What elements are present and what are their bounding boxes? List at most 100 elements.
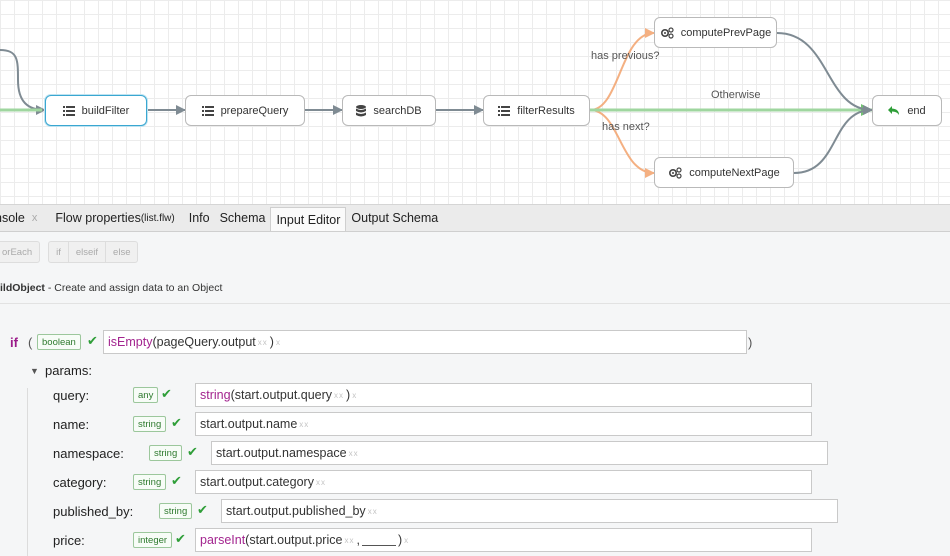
check-icon: ✔	[87, 333, 98, 348]
param-label-category: category:	[53, 475, 107, 490]
param-label-price: price:	[53, 533, 85, 548]
node-label: filterResults	[517, 104, 575, 117]
remove-arg-icon[interactable]: xx	[299, 419, 310, 429]
flow-canvas[interactable]: buildFilter prepareQuery searchDB filter…	[0, 0, 950, 205]
foreach-button[interactable]: orEach	[2, 246, 33, 258]
function-name: string	[200, 388, 231, 402]
node-buildfilter[interactable]: buildFilter	[45, 95, 147, 126]
remove-arg-icon[interactable]: xx	[367, 506, 378, 516]
node-end[interactable]: end	[872, 95, 942, 126]
type-badge-boolean[interactable]: boolean	[37, 334, 81, 350]
tab-console[interactable]: nsole x	[0, 205, 45, 231]
edge-label-otherwise: Otherwise	[711, 89, 761, 101]
check-icon: ✔	[175, 531, 186, 546]
param-label-published-by: published_by:	[53, 504, 134, 519]
param-label-namespace: namespace:	[53, 446, 124, 461]
type-badge-any[interactable]: any	[133, 387, 159, 403]
paren: (	[152, 335, 157, 349]
type-badge-integer[interactable]: integer	[133, 532, 173, 548]
params-label: params:	[45, 363, 92, 378]
type-badge-string[interactable]: string	[149, 445, 183, 461]
node-preparequery[interactable]: prepareQuery	[185, 95, 305, 126]
check-icon: ✔	[187, 444, 198, 459]
type-badge-string[interactable]: string	[159, 503, 193, 519]
empty-argument-slot[interactable]	[361, 534, 396, 546]
remove-arg-icon[interactable]: xx	[334, 390, 345, 400]
remove-icon[interactable]: x	[275, 337, 281, 347]
tab-flow-properties[interactable]: Flow properties(list.flw)	[45, 205, 179, 231]
remove-icon[interactable]: x	[404, 535, 410, 545]
list-icon	[201, 105, 214, 116]
edge-prev-end	[776, 32, 873, 115]
argument: start.output.published_by	[226, 504, 366, 518]
check-icon: ✔	[197, 502, 208, 517]
tab-label: Input Editor	[276, 212, 341, 227]
remove-arg-icon[interactable]: xx	[344, 535, 355, 545]
tree-guide-line	[27, 388, 28, 556]
argument: start.output.price	[249, 533, 343, 547]
tab-info[interactable]: Info	[180, 205, 215, 231]
argument: pageQuery.output	[156, 335, 256, 349]
foreach-group: orEach	[0, 241, 41, 263]
edge-start-buildfilter	[0, 49, 46, 115]
paren: )	[269, 335, 274, 349]
node-searchdb[interactable]: searchDB	[342, 95, 436, 126]
list-icon	[62, 105, 75, 116]
return-icon	[888, 105, 900, 116]
function-name: isEmpty	[108, 335, 153, 349]
check-icon: ✔	[171, 415, 182, 430]
node-label: end	[907, 104, 926, 117]
tab-schema[interactable]: Schema	[215, 205, 271, 231]
elseif-button[interactable]: elseif	[69, 242, 107, 262]
tab-label: Schema	[219, 211, 266, 225]
remove-arg-icon[interactable]: xx	[257, 337, 268, 347]
node-filterresults[interactable]: filterResults	[483, 95, 590, 126]
step-description: ildObject - Create and assign data to an…	[0, 282, 222, 294]
tab-input-editor[interactable]: Input Editor	[270, 207, 347, 231]
flow-edges	[0, 28, 873, 178]
node-label: searchDB	[373, 104, 422, 117]
paren: (	[230, 388, 235, 402]
divider	[0, 303, 950, 304]
check-icon: ✔	[161, 386, 172, 401]
function-name: parseInt	[200, 533, 246, 547]
if-button[interactable]: if	[49, 242, 69, 262]
argument: start.output.name	[200, 417, 298, 431]
edge-label-has-previous: has previous?	[591, 50, 660, 62]
tab-label: Info	[188, 211, 210, 225]
step-description-text: - Create and assign data to an Object	[44, 282, 223, 294]
gears-icon	[668, 166, 682, 179]
gears-icon	[660, 26, 674, 39]
remove-arg-icon[interactable]: xx	[348, 448, 359, 458]
else-button[interactable]: else	[113, 246, 131, 258]
node-label: computePrevPage	[680, 26, 772, 39]
remove-arg-icon[interactable]: xx	[315, 477, 326, 487]
tab-output-schema[interactable]: Output Schema	[346, 205, 443, 231]
argument: start.output.query	[234, 388, 333, 402]
conditional-group: if elseif else	[48, 241, 139, 263]
paren: )	[346, 388, 351, 402]
if-keyword: if	[10, 335, 18, 350]
remove-icon[interactable]: x	[352, 390, 358, 400]
node-computeprevpage[interactable]: computePrevPage	[654, 17, 777, 48]
argument: start.output.category	[200, 475, 314, 489]
edge-label-has-next: has next?	[602, 121, 650, 133]
list-icon	[498, 105, 511, 116]
type-badge-string[interactable]: string	[133, 474, 167, 490]
param-label-name: name:	[53, 417, 90, 432]
node-computenextpage[interactable]: computeNextPage	[654, 157, 794, 188]
edge-next-end	[793, 105, 873, 174]
type-badge-string[interactable]: string	[133, 416, 167, 432]
close-icon[interactable]: x	[31, 212, 38, 224]
paren: )	[397, 533, 403, 547]
step-name: ildObject	[0, 282, 45, 294]
check-icon: ✔	[171, 473, 182, 488]
expand-toggle-icon[interactable]: ▼	[30, 366, 39, 376]
